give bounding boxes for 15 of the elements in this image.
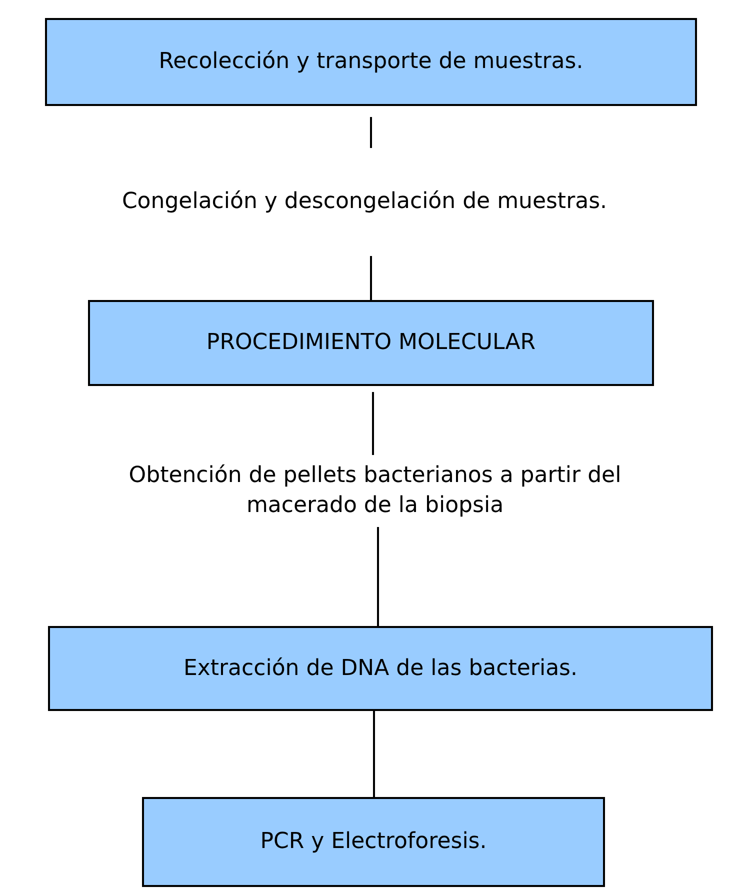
process-box bbox=[45, 18, 697, 106]
connector-line bbox=[372, 392, 374, 455]
process-box bbox=[142, 797, 605, 887]
step-label: Recolección y transporte de muestras. bbox=[158, 48, 584, 76]
step-label: Obtención de pellets bacterianos a partir del macerado de la biopsia bbox=[128, 462, 622, 520]
step-label: PROCEDIMIENTO MOLECULAR bbox=[205, 329, 537, 357]
step-label: PCR y Electroforesis. bbox=[259, 828, 488, 856]
connector-line bbox=[377, 527, 379, 626]
step-label: Extracción de DNA de las bacterias. bbox=[182, 654, 579, 682]
connector-line bbox=[370, 256, 372, 300]
process-box bbox=[48, 626, 713, 711]
connector-line bbox=[373, 711, 375, 797]
connector-line bbox=[370, 117, 372, 148]
step-label: Congelación y descongelación de muestras. bbox=[120, 188, 608, 216]
process-box bbox=[88, 300, 654, 386]
